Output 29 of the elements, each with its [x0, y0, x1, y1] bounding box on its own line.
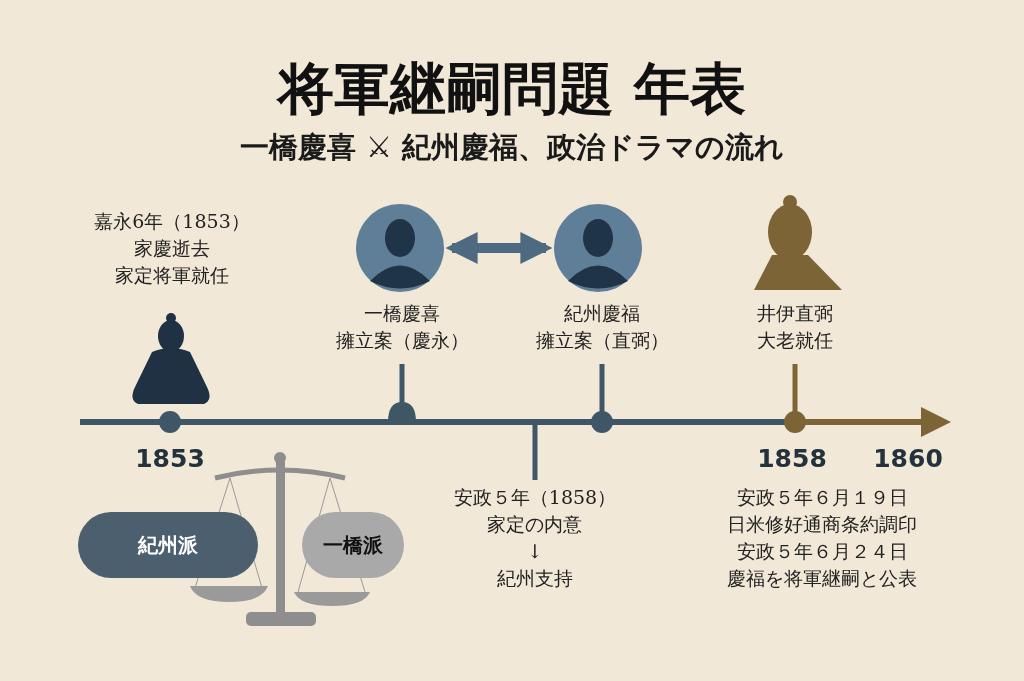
event-text: 安政５年６月２４日	[735, 539, 909, 564]
event-text: 井伊直弼	[757, 301, 833, 326]
event-text: 擁立案（慶永）	[335, 328, 469, 353]
year-label: 1860	[873, 444, 943, 473]
event-text: 大老就任	[757, 328, 833, 353]
event-text: 一橋慶喜	[363, 301, 441, 326]
faction-label: 一橋派	[302, 512, 404, 578]
event-text: 紀州慶福	[563, 301, 641, 326]
event-text: 慶福を将軍継嗣と公表	[727, 566, 917, 591]
avatar-silhouette	[554, 204, 642, 292]
double-arrow	[445, 232, 553, 264]
event-text: 日米修好通商条約調印	[727, 512, 917, 537]
event-text: 安政５年６月１９日	[735, 485, 909, 510]
subtitle: 一橋慶喜 ⚔ 紀州慶福、政治ドラマの流れ	[238, 129, 786, 166]
event-text: 家定の内意	[486, 512, 584, 537]
title: 将軍継嗣問題 年表	[275, 55, 747, 123]
faction-label: 紀州派	[78, 512, 258, 578]
event-text: 擁立案（直弼）	[535, 328, 669, 353]
year-label: 1853	[135, 444, 205, 473]
event-text: 紀州支持	[496, 566, 574, 591]
avatar-silhouette	[356, 204, 444, 292]
event-text: 安政５年（1858）	[453, 485, 617, 510]
event-text: 家定将軍就任	[114, 263, 230, 288]
event-text: 家慶逝去	[133, 236, 211, 261]
year-label: 1858	[757, 444, 827, 473]
event-text: 嘉永6年（1853）	[94, 209, 250, 234]
timeline-stem	[532, 425, 538, 480]
timeline-axis	[80, 402, 951, 437]
event-text: ↓	[526, 539, 544, 564]
